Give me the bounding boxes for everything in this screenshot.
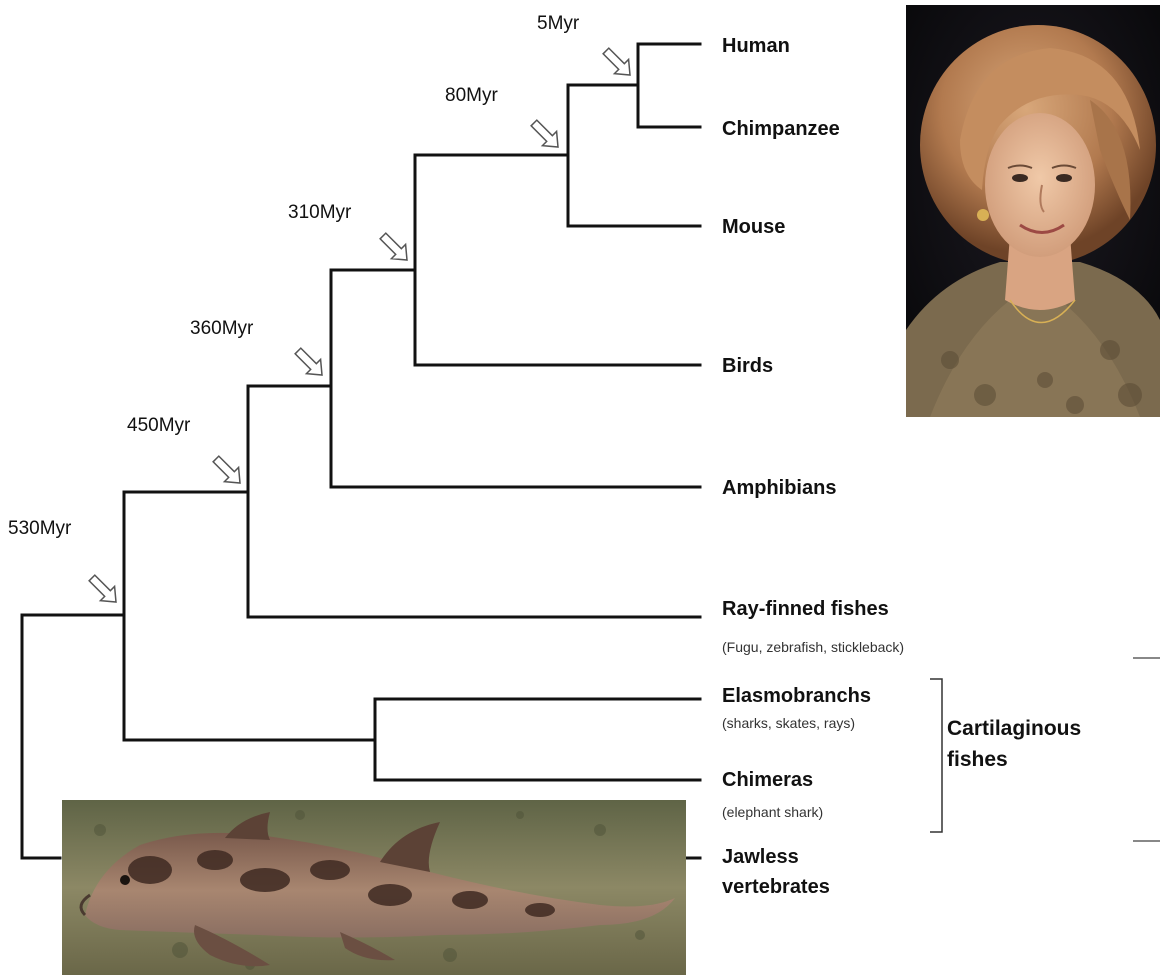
taxon-chimeras: Chimeras	[722, 769, 813, 791]
arrow-icon	[527, 116, 565, 154]
taxon-chimeras-note: (elephant shark)	[722, 804, 823, 820]
time-label-450: 450Myr	[127, 415, 191, 436]
portrait-photo	[906, 5, 1160, 417]
arrow-icon	[291, 344, 329, 382]
taxon-jawless-line1: Jawless	[722, 846, 799, 868]
group-label-line2: fishes	[947, 748, 1008, 771]
taxon-ray-finned: Ray-finned fishes	[722, 598, 889, 620]
taxon-human: Human	[722, 35, 790, 57]
taxon-jawless-line2: vertebrates	[722, 876, 830, 898]
bracket	[930, 679, 942, 832]
time-label-80: 80Myr	[445, 85, 498, 106]
taxon-birds: Birds	[722, 355, 773, 377]
cartilaginous-bracket: Cartilaginous fishes	[930, 679, 1081, 832]
taxon-mouse: Mouse	[722, 216, 785, 238]
tree-branches	[22, 44, 700, 858]
root-branch	[22, 615, 60, 858]
time-label-360: 360Myr	[190, 318, 254, 339]
taxon-elasmobranchs: Elasmobranchs	[722, 685, 871, 707]
time-label-310: 310Myr	[288, 202, 352, 223]
taxon-chimpanzee: Chimpanzee	[722, 118, 840, 140]
time-label-530: 530Myr	[8, 518, 72, 539]
shark-photo	[62, 800, 686, 975]
divergence-labels: 5Myr 80Myr 310Myr 360Myr 450Myr 530Myr	[8, 13, 580, 539]
divergence-arrows	[85, 44, 637, 609]
taxon-labels: Human Chimpanzee Mouse Birds Amphibians …	[722, 35, 904, 898]
group-label-line1: Cartilaginous	[947, 717, 1081, 740]
arrow-icon	[85, 571, 123, 609]
edge-marks	[1133, 658, 1160, 841]
taxon-amphibians: Amphibians	[722, 477, 836, 499]
arrow-icon	[376, 229, 414, 267]
arrow-icon	[599, 44, 637, 82]
time-label-5: 5Myr	[537, 13, 580, 34]
taxon-elasmobranchs-note: (sharks, skates, rays)	[722, 715, 855, 731]
arrow-icon	[209, 452, 247, 490]
taxon-ray-finned-note: (Fugu, zebrafish, stickleback)	[722, 639, 904, 655]
